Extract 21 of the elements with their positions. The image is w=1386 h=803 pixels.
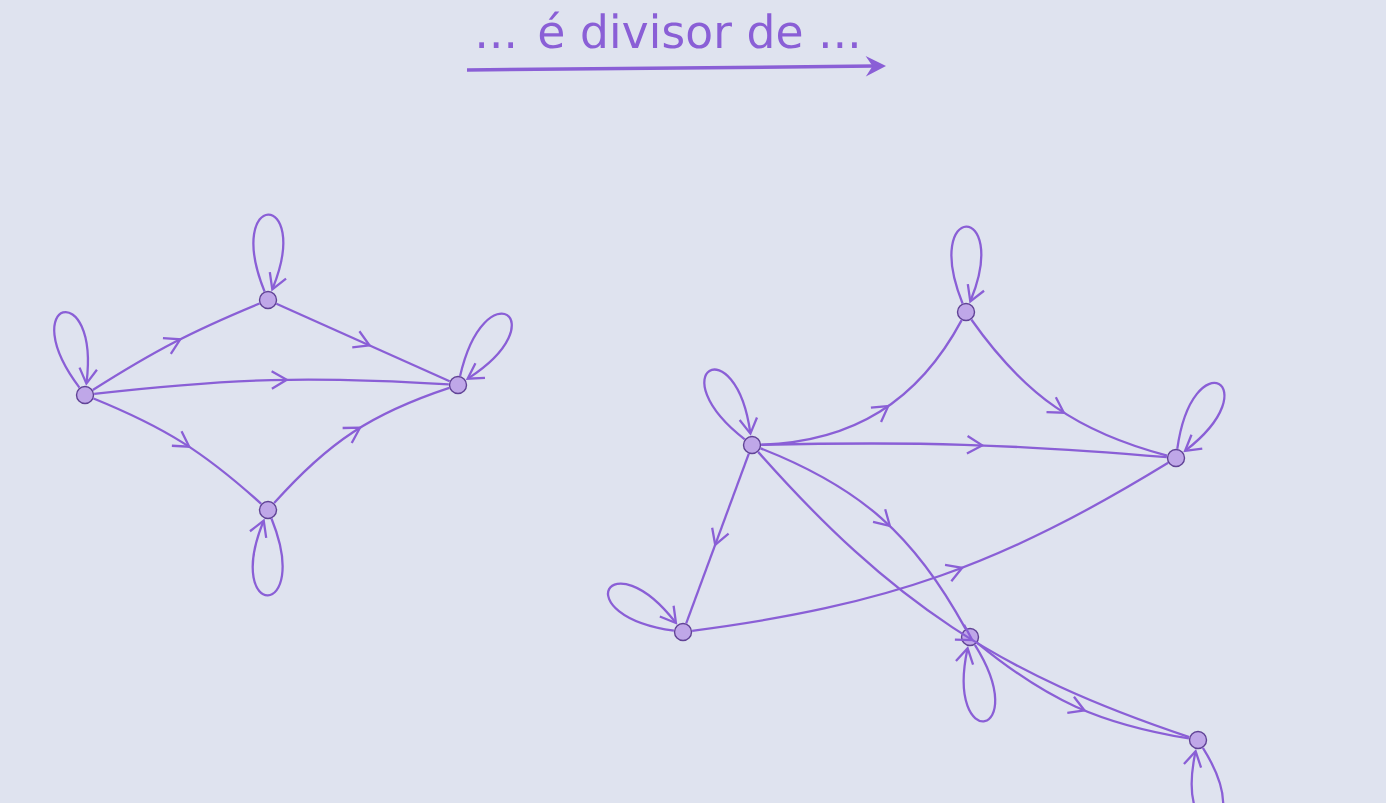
loop-arrow — [703, 368, 759, 441]
vertex-dot — [1166, 448, 1186, 468]
vertex-dot — [960, 627, 980, 647]
vertex-dot — [742, 435, 762, 455]
loop-arrow — [53, 311, 98, 389]
loop-arrow — [1183, 747, 1225, 803]
vertex-dot — [1188, 730, 1208, 750]
loop-arrow — [459, 312, 513, 380]
vertex-dot — [258, 500, 278, 520]
loop-arrow — [955, 644, 997, 723]
vertex-dot — [956, 302, 976, 322]
vertex-dot — [258, 290, 278, 310]
loop-arrow — [249, 518, 284, 597]
vertex-dot — [448, 375, 468, 395]
vertex-dot — [673, 622, 693, 642]
loop-arrow — [252, 213, 287, 292]
loop-arrow — [950, 225, 985, 304]
title: ... é divisor de ... — [479, 11, 857, 49]
loop-arrow — [607, 582, 678, 632]
loop-arrow — [1176, 382, 1226, 453]
vertex-dot — [75, 385, 95, 405]
